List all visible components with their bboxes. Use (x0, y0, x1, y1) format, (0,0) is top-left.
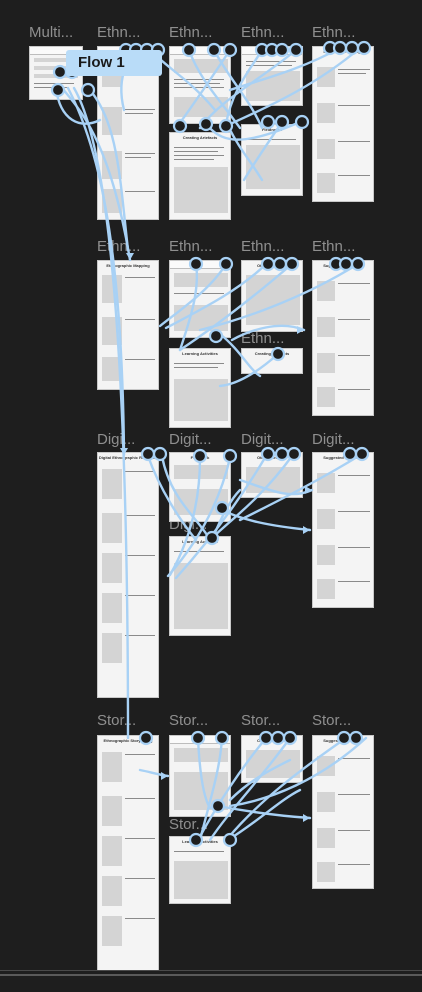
frame-title: Learning Activities (182, 351, 218, 356)
frame-thumbnail-r2c4[interactable]: Other Concepts (241, 260, 303, 332)
frame-label-r1c4[interactable]: Ethn... (241, 24, 285, 41)
frame-label-r3c4[interactable]: Digit... (241, 431, 284, 448)
frame-label-r4c3b[interactable]: Stor... (169, 816, 209, 833)
frame-label-r2c5[interactable]: Ethn... (312, 238, 356, 255)
frame-label-r3c5[interactable]: Digit... (312, 431, 355, 448)
arrowhead (305, 486, 312, 494)
flow-starting-point-label[interactable]: Flow 1 (66, 50, 162, 76)
horizontal-scrollbar[interactable] (0, 974, 422, 976)
frame-title: Fieldnotes (261, 127, 282, 132)
frame-thumbnail-r3c3b[interactable]: Learning Activities (169, 536, 231, 636)
arrowhead (161, 772, 168, 780)
frame-title: Learning Activities (182, 839, 218, 844)
frame-thumbnail-r1c5[interactable]: Suggested Readings (312, 46, 374, 202)
frame-label-r3c3[interactable]: Digit... (169, 431, 212, 448)
frame-label-r1c3[interactable]: Ethn... (169, 24, 213, 41)
connection-wire (226, 788, 302, 842)
frame-label-r2c4b[interactable]: Ethn... (241, 330, 285, 347)
frame-title: Learning Activities (182, 539, 218, 544)
frame-title: Ethnographic Storytelling (103, 738, 153, 743)
frame-thumbnail-r4c4[interactable]: Other Concepts (241, 735, 303, 783)
frame-title: Other Concepts (256, 263, 287, 268)
frame-label-r2c3[interactable]: Ethn... (169, 238, 213, 255)
frame-thumbnail-r2c2[interactable]: Ethnographic Mapping (97, 260, 159, 390)
connection-wire (216, 804, 312, 820)
frame-label-r2c2[interactable]: Ethn... (97, 238, 141, 255)
frame-thumbnail-r1c3[interactable] (169, 46, 231, 124)
arrowhead (303, 526, 310, 534)
frame-label-r4c2[interactable]: Stor... (97, 712, 137, 729)
frame-title: Creating Artefacts (182, 135, 218, 140)
frame-title: Ethnographic Mapping (106, 263, 150, 268)
frame-thumbnail-r4c5[interactable]: Suggested Readings (312, 735, 374, 889)
frame-title: Creating Artefacts (254, 351, 290, 356)
frame-thumbnail-r2c3[interactable] (169, 260, 231, 338)
frame-title: Suggested Readings (323, 738, 363, 743)
frame-label-r4c3[interactable]: Stor... (169, 712, 209, 729)
frame-thumbnail-r3c3[interactable]: Fieldwork (169, 452, 231, 522)
frame-label-r4c5[interactable]: Stor... (312, 712, 352, 729)
frame-title: Fieldwork (190, 455, 210, 460)
frame-title: Other Concepts (256, 455, 287, 460)
frame-label-r3c2[interactable]: Digi... (97, 431, 136, 448)
frame-label-r4c4[interactable]: Stor... (241, 712, 281, 729)
frame-thumbnail-r4c3b[interactable]: Learning Activities (169, 836, 231, 904)
frame-thumbnail-r2c4b[interactable]: Creating Artefacts (241, 348, 303, 374)
frame-label-r2c4[interactable]: Ethn... (241, 238, 285, 255)
connection-wire (216, 506, 312, 532)
frame-title: Suggested Readings (323, 263, 363, 268)
connection-handle[interactable] (80, 82, 96, 98)
frame-thumbnail-r4c3[interactable] (169, 735, 231, 817)
frame-title: Suggested Readings (323, 455, 363, 460)
frame-label-r1c5[interactable]: Ethn... (312, 24, 356, 41)
frame-title: Suggested Readings (323, 49, 363, 54)
frame-label-r1c2[interactable]: Ethn... (97, 24, 141, 41)
frame-thumbnail-r3c5[interactable]: Suggested Readings (312, 452, 374, 608)
frame-label-multi[interactable]: Multi... (29, 24, 74, 41)
frame-thumbnail-r3c4[interactable]: Other Concepts (241, 452, 303, 498)
frame-title: Digital Ethnographic Research (98, 455, 158, 460)
frame-thumbnail-r3c2[interactable]: Digital Ethnographic Research (97, 452, 159, 698)
frame-thumbnail-r4c2[interactable]: Ethnographic Storytelling (97, 735, 159, 980)
frame-thumbnail-r1c4b[interactable]: Fieldnotes (241, 124, 303, 196)
frame-thumbnail-r2c5[interactable]: Suggested Readings (312, 260, 374, 416)
frame-thumbnail-r2c3b[interactable]: Learning Activities (169, 348, 231, 428)
arrowhead (303, 814, 310, 822)
frame-thumbnail-r1c3b[interactable]: Creating Artefacts (169, 132, 231, 220)
frame-thumbnail-r1c4[interactable] (241, 46, 303, 106)
frame-title: Other Concepts (256, 738, 287, 743)
